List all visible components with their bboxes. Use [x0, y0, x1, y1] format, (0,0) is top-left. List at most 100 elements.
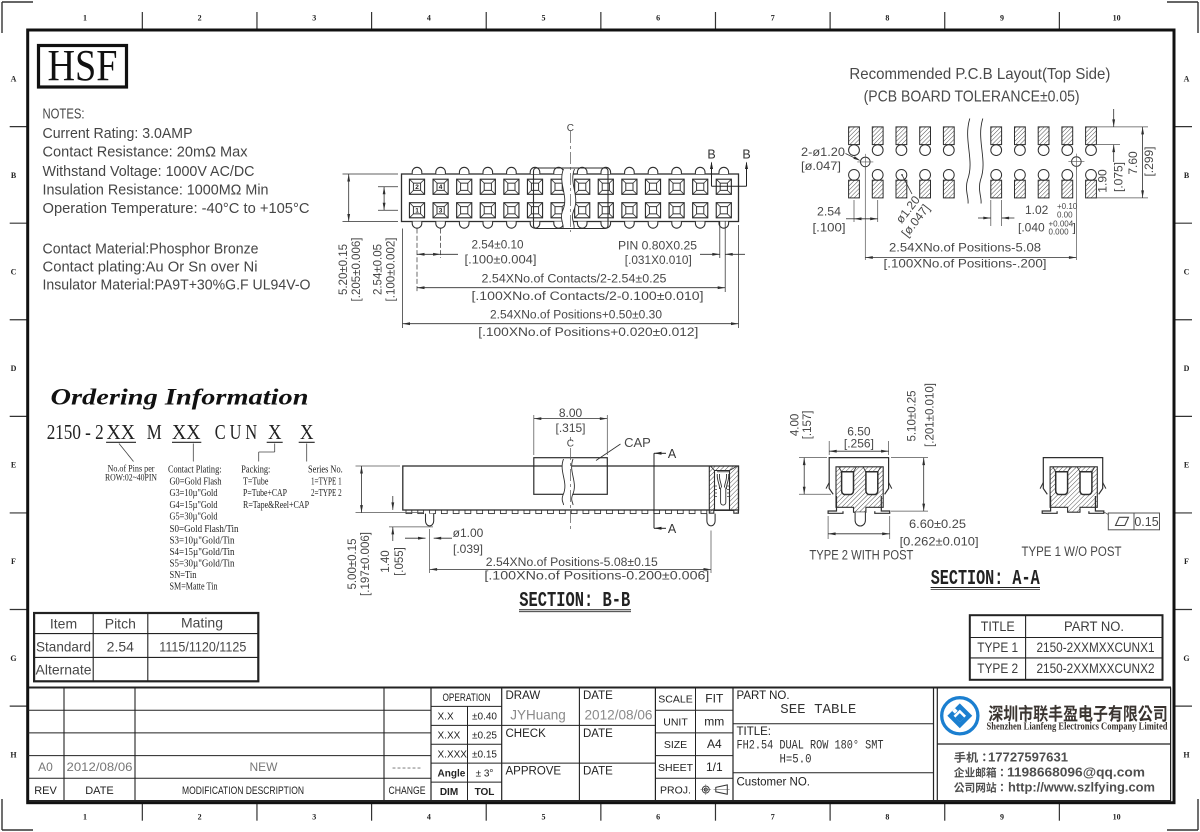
- svg-text:PIN 0.80X0.25: PIN 0.80X0.25: [618, 240, 697, 252]
- svg-text:CHANGE: CHANGE: [389, 785, 426, 797]
- svg-text:5: 5: [542, 813, 546, 822]
- svg-text:Withstand Voltage: 1000V AC/DC: Withstand Voltage: 1000V AC/DC: [43, 163, 255, 180]
- svg-text:B: B: [742, 148, 750, 162]
- svg-text:2150-2XXMXXCUNX1: 2150-2XXMXXCUNX1: [1037, 640, 1155, 655]
- svg-text:2.54XNo.of Positions+0.50±0.30: 2.54XNo.of Positions+0.50±0.30: [490, 309, 662, 321]
- svg-text:3: 3: [439, 208, 443, 215]
- svg-text:Recommended P.C.B Layout(Top S: Recommended P.C.B Layout(Top Side): [849, 66, 1110, 83]
- svg-text:5.10±0.25: 5.10±0.25: [907, 390, 919, 441]
- svg-text:P=Tube+CAP: P=Tube+CAP: [243, 488, 287, 499]
- svg-text:7.60: 7.60: [1126, 151, 1140, 175]
- svg-text:Contact plating:Au Or Sn over: Contact plating:Au Or Sn over Ni: [43, 259, 258, 276]
- svg-text:1: 1: [83, 813, 87, 822]
- svg-text:2.54XNo.of Positions-5.08±0.15: 2.54XNo.of Positions-5.08±0.15: [486, 557, 658, 569]
- svg-text:2012/08/06: 2012/08/06: [67, 760, 133, 774]
- svg-text:H: H: [1183, 750, 1190, 759]
- svg-text:DATE: DATE: [583, 690, 613, 702]
- svg-text:[.031X0.010]: [.031X0.010]: [625, 255, 692, 267]
- svg-text:M: M: [147, 420, 162, 444]
- svg-text:1: 1: [415, 208, 419, 215]
- svg-text:+0.004: +0.004: [1049, 219, 1074, 228]
- svg-text:C: C: [11, 267, 17, 276]
- svg-text:X: X: [300, 420, 314, 444]
- svg-text:5: 5: [542, 14, 546, 23]
- svg-text:17727597631: 17727597631: [988, 750, 1068, 765]
- svg-text:No.of Pins per: No.of Pins per: [108, 464, 156, 475]
- svg-text:B: B: [11, 171, 17, 180]
- svg-text:1=TYPE 1: 1=TYPE 1: [311, 477, 342, 488]
- svg-text:PART NO.: PART NO.: [737, 690, 790, 702]
- svg-text:4: 4: [439, 184, 443, 191]
- svg-text:[.197±0.006]: [.197±0.006]: [360, 532, 372, 596]
- svg-text:G0=Gold Flash: G0=Gold Flash: [170, 477, 222, 488]
- svg-text:[.157]: [.157]: [802, 411, 814, 440]
- svg-text:1: 1: [83, 14, 87, 23]
- svg-text:TITLE: TITLE: [981, 619, 1015, 634]
- svg-text:2: 2: [198, 14, 202, 23]
- svg-text:G5=30µ"Gold: G5=30µ"Gold: [170, 512, 218, 523]
- svg-text:[.100XNo.of Positions-.200]: [.100XNo.of Positions-.200]: [884, 257, 1047, 271]
- svg-text:HSF: HSF: [48, 41, 118, 90]
- svg-text:9: 9: [1000, 14, 1004, 23]
- svg-text:SECTION: B-B: SECTION: B-B: [519, 590, 630, 613]
- svg-text:2.54XNo.of Positions-5.08: 2.54XNo.of Positions-5.08: [889, 241, 1041, 255]
- svg-text:[0.262±0.010]: [0.262±0.010]: [900, 535, 979, 549]
- svg-text:Series No.: Series No.: [308, 465, 343, 476]
- svg-text:8: 8: [885, 813, 889, 822]
- svg-text:T=Tube: T=Tube: [243, 477, 269, 488]
- svg-text:TYPE 1: TYPE 1: [977, 640, 1018, 655]
- svg-text:A: A: [11, 74, 17, 83]
- svg-text:Contact Material:Phosphor Bron: Contact Material:Phosphor Bronze: [43, 241, 259, 258]
- svg-text:9: 9: [1000, 813, 1004, 822]
- svg-text:[.315]: [.315]: [555, 421, 585, 435]
- svg-text:±0.40: ±0.40: [472, 712, 497, 723]
- svg-text:F: F: [1184, 557, 1189, 566]
- svg-text:[.256]: [.256]: [844, 437, 874, 451]
- svg-text:A: A: [668, 522, 677, 536]
- svg-text:Insulator Material:PA9T+30%G.F: Insulator Material:PA9T+30%G.F UL94V-O: [43, 277, 311, 294]
- svg-text:[ø.047]: [ø.047]: [801, 159, 841, 173]
- svg-text:8.00: 8.00: [559, 406, 583, 420]
- svg-text:ROW:02~40PIN: ROW:02~40PIN: [105, 474, 157, 484]
- svg-text:TYPE 1 W/O POST: TYPE 1 W/O POST: [1022, 544, 1122, 559]
- svg-text:S3=10µ"Gold/Tin: S3=10µ"Gold/Tin: [170, 536, 235, 547]
- svg-text:D: D: [1184, 364, 1190, 373]
- svg-text:[.100±0.004]: [.100±0.004]: [465, 255, 537, 267]
- svg-text:2.54±0.10: 2.54±0.10: [472, 239, 524, 251]
- svg-text:JYHuang: JYHuang: [510, 708, 566, 723]
- svg-text:SM=Matte Tin: SM=Matte Tin: [170, 581, 218, 592]
- svg-text:Angle: Angle: [438, 768, 466, 779]
- svg-text:2.54: 2.54: [817, 205, 841, 219]
- svg-text:Contact Plating:: Contact Plating:: [168, 465, 222, 476]
- svg-text:7: 7: [771, 813, 775, 822]
- svg-text:G: G: [1183, 654, 1189, 663]
- svg-text:R=Tape&Reel+CAP: R=Tape&Reel+CAP: [243, 500, 309, 511]
- svg-text:10: 10: [1113, 14, 1121, 23]
- svg-text:D: D: [11, 364, 17, 373]
- svg-text:REV: REV: [34, 785, 57, 797]
- svg-text:1/1: 1/1: [706, 760, 723, 774]
- svg-text:1115/1120/1125: 1115/1120/1125: [159, 638, 246, 654]
- svg-text:[.055]: [.055]: [394, 547, 406, 576]
- svg-text:2.54XNo.of Contacts/2-2.54±0.2: 2.54XNo.of Contacts/2-2.54±0.25: [482, 273, 667, 285]
- svg-text:DATE: DATE: [583, 766, 613, 778]
- svg-text:2.54±0.05: 2.54±0.05: [373, 244, 385, 295]
- svg-text:A0: A0: [38, 760, 53, 774]
- svg-text:TYPE 2 WITH POST: TYPE 2 WITH POST: [809, 548, 913, 563]
- svg-text:TYPE 2: TYPE 2: [977, 661, 1018, 676]
- svg-text:SEE TABLE: SEE TABLE: [780, 703, 856, 718]
- svg-text:4: 4: [427, 813, 431, 822]
- svg-text:A: A: [1184, 74, 1190, 83]
- svg-text:0.000: 0.000: [1049, 227, 1070, 236]
- svg-text:APPROVE: APPROVE: [506, 766, 562, 778]
- svg-text:C U N: C U N: [215, 420, 258, 444]
- svg-text:8: 8: [885, 14, 889, 23]
- svg-text:1.40: 1.40: [380, 550, 392, 572]
- svg-text:4.00: 4.00: [789, 414, 801, 436]
- svg-text:0.15: 0.15: [1134, 515, 1158, 529]
- svg-text:2.54: 2.54: [107, 639, 134, 655]
- svg-text:[.100XNo.of Positions+0.020±0.: [.100XNo.of Positions+0.020±0.012]: [478, 327, 698, 339]
- svg-text:Standard: Standard: [36, 639, 91, 655]
- svg-text:5.20±0.15: 5.20±0.15: [338, 244, 350, 295]
- svg-text:SHEET: SHEET: [658, 762, 694, 774]
